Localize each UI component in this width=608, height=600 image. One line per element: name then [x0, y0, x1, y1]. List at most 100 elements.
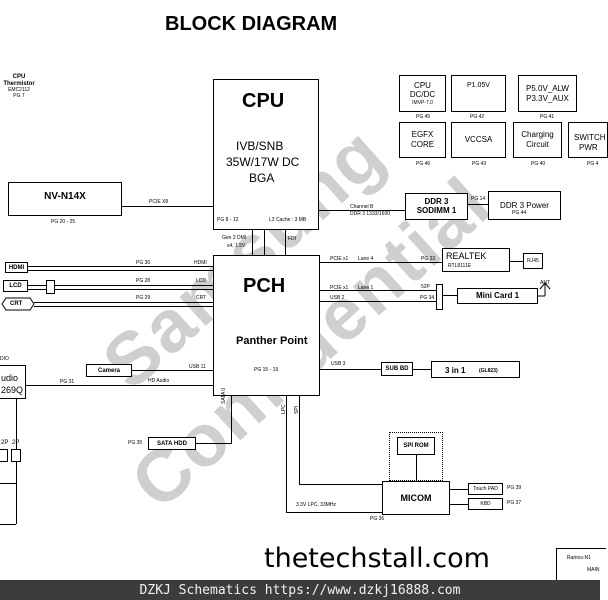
sata-line [196, 443, 231, 444]
alw-l2: P3.3V_AUX [526, 93, 569, 103]
audio-l2: udio [1, 373, 19, 383]
p105-pg: PG 42 [470, 114, 485, 120]
spi-line [299, 484, 382, 485]
power-egfx: EGFX CORE [399, 122, 446, 158]
hdmi-connector: HDMI [5, 262, 28, 273]
pch-block: PCH Panther Point PG 15 - 19 [213, 255, 320, 396]
crt-connector [1, 297, 35, 311]
crt-line-b [34, 306, 213, 307]
dcdc-sub: IMVP-7.0 [412, 99, 433, 106]
title-block: Ramos-N1 MAIN [556, 548, 606, 580]
cpu-thermistor: CPU Thermistor EMC2112 PG 7 [0, 74, 38, 99]
micom-pg: PG 36 [370, 516, 385, 522]
charging-pg: PG 40 [531, 161, 546, 167]
egfx-l2: CORE [410, 140, 435, 149]
sata-hdd: SATA HDD [148, 437, 196, 450]
jack-2p-a-label: 2P [1, 440, 9, 446]
ant-label: ANT [540, 280, 550, 286]
jack-2p-a [0, 449, 8, 462]
ddr-pg: PG 14 [471, 196, 486, 202]
usb2-line [320, 301, 436, 302]
sata-pg: PG 35 [128, 440, 143, 446]
switch-pg: PG 4 [587, 161, 599, 167]
kbd-line [450, 504, 468, 505]
power-switch: SWITCH PWR [568, 122, 608, 158]
cpu-line2: 35W/17W DC [226, 155, 300, 169]
power-alw: P5.0V_ALW P3.3V_AUX [518, 75, 577, 112]
micom-block: MICOM [382, 481, 450, 515]
usb11-label: USB 11 [189, 364, 206, 370]
egfx-pg: PG 46 [416, 161, 431, 167]
touchpad-pg: PG 39 [507, 485, 522, 491]
hdmi-conn-label: HDMI [8, 264, 25, 271]
minicard-slot [436, 284, 443, 310]
footer-bar: DZKJ Schematics https://www.dzkj16888.co… [0, 580, 600, 600]
lpc-label: LPC [281, 404, 287, 414]
crt-pg: PG 29 [136, 295, 151, 301]
kbd-block: KBD [468, 498, 503, 510]
hd-audio-line [26, 385, 213, 386]
micom-label: MICOM [400, 492, 432, 503]
gpu-pg: PG 20 - 25 [51, 219, 76, 225]
usb3-line [320, 369, 381, 370]
pch-title: PCH [243, 275, 286, 297]
gen2-dmi-label: Gen 2 DMI [222, 235, 247, 241]
corner-l1: Ramos-N1 [567, 555, 591, 561]
sub-board: SUB BD [381, 362, 413, 376]
lcd-line-a [28, 285, 213, 286]
crt-bus-label: CRT [196, 295, 207, 301]
dcdc-pg: PG 45 [416, 114, 431, 120]
rj45-port: RJ45 [523, 253, 543, 269]
gpu-label: NV-N14X [44, 191, 86, 202]
camera-label: Camera [97, 367, 120, 374]
rj45-line [510, 261, 523, 262]
power-vccsa: VCCSA [451, 122, 506, 158]
audio-bottom-line [0, 524, 16, 525]
sata-label: SATA HDD [157, 440, 187, 447]
audio-top-label: DIO [0, 356, 9, 362]
touchpad-block: Touch PAD [468, 483, 503, 495]
ddr-bus-line [319, 210, 405, 211]
realtek-pg: PG 33 [421, 256, 436, 262]
cpu-cache: L3 Cache : 3 MB [269, 217, 307, 223]
pch-pg: PG 15 - 19 [254, 367, 279, 373]
gpu-block: NV-N14X [8, 182, 122, 216]
ddr-power-label: DDR 3 Power [500, 200, 549, 210]
corner-l2: MAIN [587, 567, 600, 573]
ddr3-sodimm: DDR 3 SODIMM 1 [405, 193, 468, 220]
lane1-label: Lane 1 [358, 285, 374, 291]
ddr-l2: SODIMM 1 [416, 206, 457, 215]
lcd-pg: PG 28 [136, 278, 151, 284]
ddr-power-pg: PG 44 [512, 210, 527, 216]
alw-pg: PG 41 [540, 114, 555, 120]
crt-conn-label: CRT [10, 301, 23, 307]
lpc-line [286, 512, 382, 513]
ddr-speed: DDR 3 1333/1600 [350, 211, 391, 217]
rj45-label: RJ45 [527, 257, 539, 264]
pcie-x1-b-label: PCIE x1 [330, 285, 349, 291]
jack-2p-b [11, 449, 21, 462]
spirom-label: SPI ROM [403, 443, 429, 449]
pcie-x8-label: PCIE X8 [149, 199, 169, 205]
power-cpu-dcdc: CPU DC/DC IMVP-7.0 [399, 75, 446, 112]
dmi-x4-label: x4, 1.5V [227, 243, 246, 249]
realtek-l2: RTL8111E [448, 263, 472, 269]
antenna-icon [538, 282, 551, 297]
pcie-x1-a-label: PCIE x1 [330, 256, 349, 262]
vccsa-pg: PG 43 [472, 161, 487, 167]
lcd-connector-small [46, 280, 55, 294]
sata-vertical-line [231, 396, 232, 444]
minicard-label: Mini Card 1 [475, 291, 520, 300]
spi-vertical-line [299, 396, 300, 485]
switch-l2: PWR [579, 143, 598, 152]
hd-audio-label: HD Audio [148, 378, 170, 384]
minicard-line [443, 295, 457, 296]
crt-line-a [34, 302, 213, 303]
jack-line [0, 483, 16, 484]
dmi-line-2 [264, 230, 265, 255]
hdmi-bus-label: HDMI [194, 260, 207, 266]
p105-l1: P1.05V [467, 82, 490, 89]
site-watermark: thetechstall.com [264, 543, 490, 574]
ddr-l1: DDR 3 [424, 197, 449, 206]
cpu-pg: PG 8 - 12 [217, 217, 239, 223]
